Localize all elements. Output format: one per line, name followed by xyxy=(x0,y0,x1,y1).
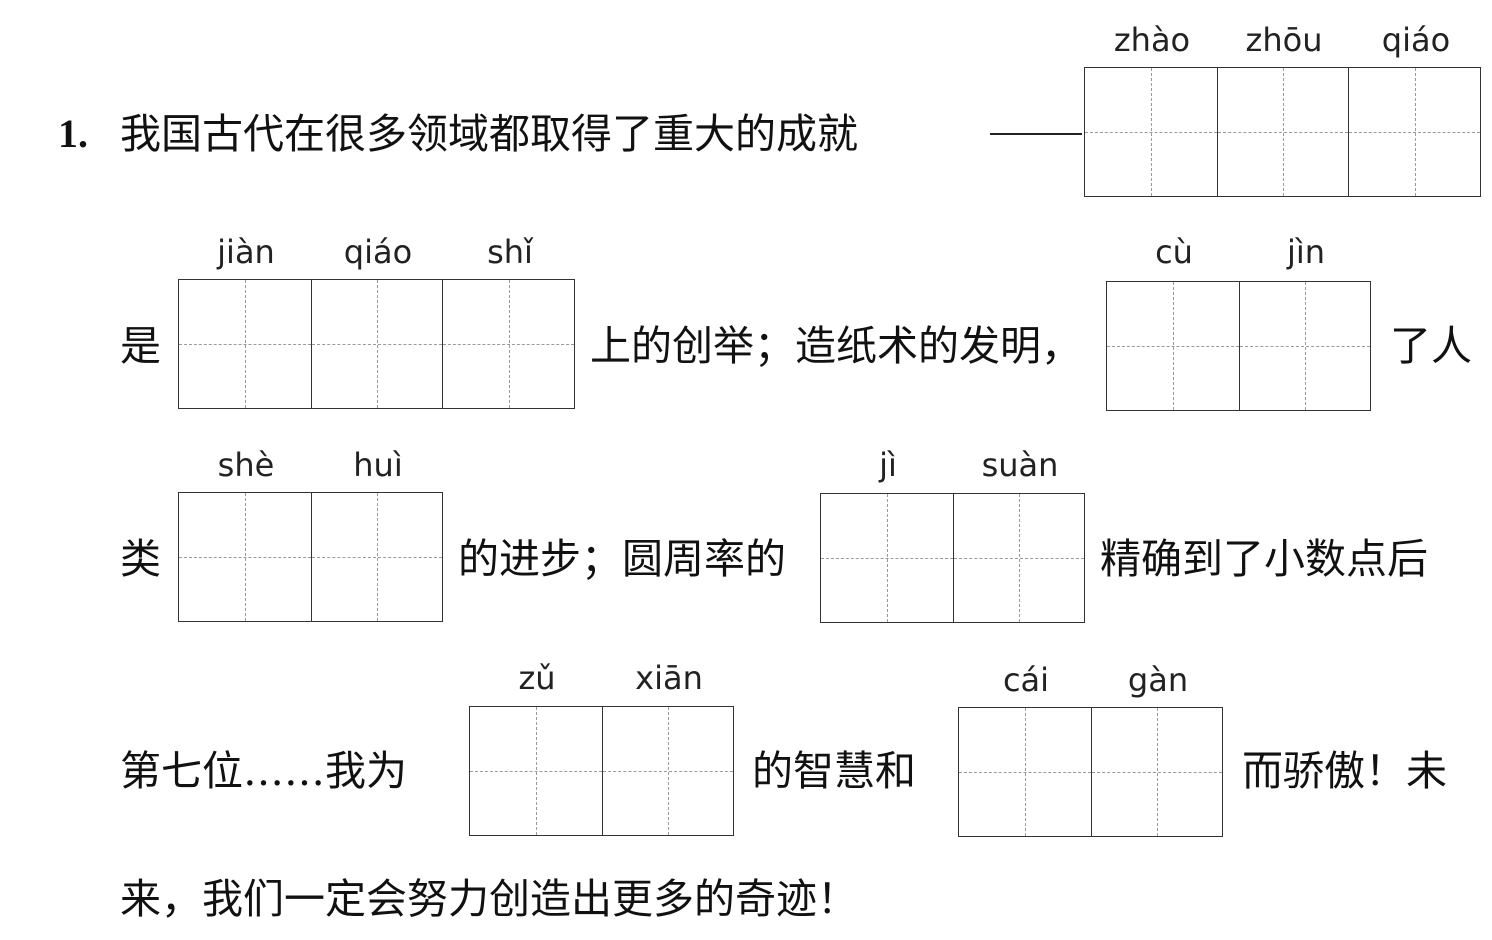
pinyin-label: cái xyxy=(1002,661,1050,699)
answer-cell[interactable] xyxy=(442,280,574,408)
sentence-text: 类 xyxy=(120,535,161,583)
pinyin-label: zhōu xyxy=(1245,21,1323,59)
pinyin-label: zǔ xyxy=(518,659,556,697)
answer-cell[interactable] xyxy=(310,280,443,408)
pinyin-label: qiáo xyxy=(343,233,413,271)
answer-cell[interactable] xyxy=(821,494,953,622)
answer-grid-jianqiaoshi[interactable] xyxy=(178,279,575,409)
sentence-text: 来，我们一定会努力创造出更多的奇迹！ xyxy=(120,875,858,923)
answer-grid-shehui[interactable] xyxy=(178,492,443,622)
answer-cell[interactable] xyxy=(1107,282,1239,410)
pinyin-label: xiān xyxy=(635,659,703,697)
answer-grid-cujin[interactable] xyxy=(1106,281,1371,411)
sentence-text: 我国古代在很多领域都取得了重大的成就 xyxy=(120,110,858,158)
pinyin-label: shǐ xyxy=(487,233,533,271)
pinyin-label: qiáo xyxy=(1381,21,1451,59)
answer-cell[interactable] xyxy=(952,494,1085,622)
pinyin-label: shè xyxy=(217,446,275,484)
answer-cell[interactable] xyxy=(310,493,443,621)
answer-grid-zhaozhouqiao[interactable] xyxy=(1084,67,1481,197)
sentence-text: 精确到了小数点后 xyxy=(1100,535,1428,583)
sentence-text: 上的创举；造纸术的发明， xyxy=(590,322,1082,370)
question-number: 1. xyxy=(58,111,88,156)
pinyin-label: zhào xyxy=(1113,21,1191,59)
answer-cell[interactable] xyxy=(1085,68,1217,196)
answer-cell[interactable] xyxy=(179,493,311,621)
answer-cell[interactable] xyxy=(179,280,311,408)
answer-grid-caigan[interactable] xyxy=(958,707,1223,837)
sentence-text: 而骄傲！未 xyxy=(1242,747,1447,795)
answer-cell[interactable] xyxy=(959,708,1091,836)
answer-grid-zuxian[interactable] xyxy=(469,706,734,836)
answer-cell[interactable] xyxy=(1090,708,1223,836)
pinyin-label: huì xyxy=(353,446,403,484)
sentence-text: 了人 xyxy=(1390,322,1472,370)
answer-cell[interactable] xyxy=(470,707,602,835)
answer-cell[interactable] xyxy=(601,707,734,835)
pinyin-label: gàn xyxy=(1127,661,1189,699)
pinyin-label: jì xyxy=(879,446,897,484)
pinyin-label: jiàn xyxy=(217,233,275,271)
pinyin-label: cù xyxy=(1155,233,1193,271)
sentence-text: 的智慧和 xyxy=(752,747,916,795)
answer-cell[interactable] xyxy=(1348,68,1480,196)
sentence-text: 是 xyxy=(120,322,161,370)
sentence-text: 的进步；圆周率的 xyxy=(458,535,786,583)
dash-line xyxy=(990,133,1082,135)
pinyin-label: jìn xyxy=(1286,233,1326,271)
answer-cell[interactable] xyxy=(1238,282,1371,410)
sentence-text: 第七位……我为 xyxy=(120,747,407,795)
pinyin-label: suàn xyxy=(981,446,1059,484)
answer-cell[interactable] xyxy=(1216,68,1349,196)
answer-grid-jisuan[interactable] xyxy=(820,493,1085,623)
